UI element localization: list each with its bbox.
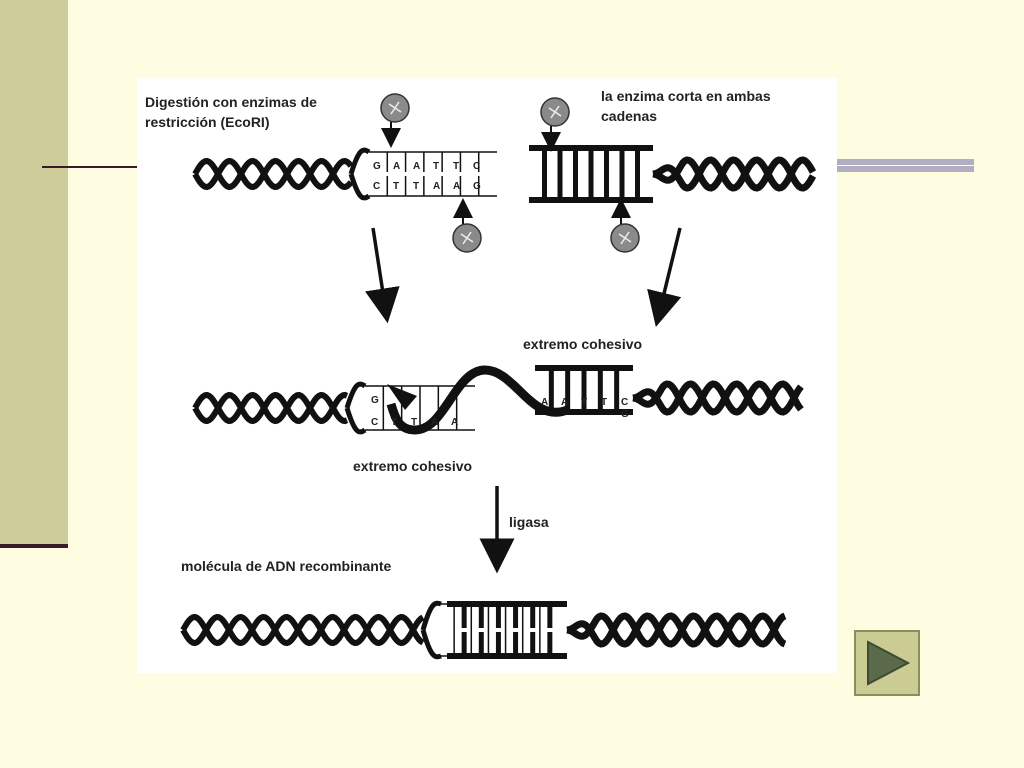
base-top_left_lower-0: C xyxy=(373,181,381,192)
enzyme-top-right-lower-mark xyxy=(618,231,632,245)
title-rule-left xyxy=(42,166,138,168)
fork-bottom-left xyxy=(420,600,442,660)
helix-bottom-left xyxy=(180,613,425,647)
base-top_left_upper-5: C xyxy=(473,161,481,172)
helix-bottom-left-strand-2 xyxy=(180,613,425,647)
base-mid_right_upper-4: C xyxy=(621,397,629,408)
helix-bottom-left-strand-1 xyxy=(180,613,425,647)
base-top_left_lower-5: G xyxy=(473,181,481,192)
enzyme-top-left-lower xyxy=(452,198,482,253)
enzyme-top-right-upper xyxy=(540,97,570,152)
label-recombinant-dna: molécula de ADN recombinante xyxy=(181,558,392,574)
helix-mid-left-strand-2 xyxy=(192,391,349,425)
helix-bottom-right xyxy=(566,612,787,648)
base-top_left_upper-4: T xyxy=(453,161,460,172)
base-mid_right_upper-0: A xyxy=(541,397,549,408)
base-mid_left_upper-0: G xyxy=(371,395,379,406)
fork-top-left xyxy=(348,147,371,201)
base-top_left_upper-2: A xyxy=(413,161,421,172)
base-mid_left_lower-4: A xyxy=(451,417,459,428)
enzyme-top-left-upper xyxy=(380,93,410,148)
base-top_left_lower-2: T xyxy=(413,181,420,192)
base-mid_left_lower-1: T xyxy=(391,417,398,428)
label-sticky-end-right: extremo cohesivo xyxy=(523,336,643,352)
fork-mid-left xyxy=(344,381,367,435)
helix-mid-right-strand-2 xyxy=(632,380,804,416)
curved-join-arrow-head xyxy=(387,384,417,410)
helix-top-right-strand-2 xyxy=(652,156,817,192)
helix-top-left-strand-2 xyxy=(192,157,354,191)
label-cuts-both-strands-2: cadenas xyxy=(601,108,658,124)
base-top_left_lower-4: A xyxy=(453,181,461,192)
title-rule-right xyxy=(836,159,974,165)
helices xyxy=(180,156,817,648)
arrow-digest-right xyxy=(647,227,682,328)
process-arrows xyxy=(365,227,682,574)
base-top_left_upper-1: A xyxy=(393,161,401,172)
base-top_left_lower-3: A xyxy=(433,181,441,192)
base-mid_left_lower-0: C xyxy=(371,417,379,428)
dna-diagram: Digestión con enzimas de restricción (Ec… xyxy=(137,78,837,673)
base-mid_right_upper-1: A xyxy=(561,397,569,408)
left-band-underline xyxy=(0,544,68,548)
label-cuts-both-strands: la enzima corta en ambas xyxy=(601,88,771,104)
enzymes xyxy=(380,93,640,253)
enzyme-top-left-lower-mark xyxy=(460,231,474,245)
base-top_left_lower-1: T xyxy=(393,181,400,192)
label-digestion: Digestión con enzimas de xyxy=(145,94,317,110)
ladder-bottom-right xyxy=(447,601,567,659)
base-mid_right_upper-2: T xyxy=(581,397,588,408)
enzyme-top-right-lower xyxy=(610,198,640,253)
helix-mid-left xyxy=(192,391,349,425)
base-top_left_upper-0: G xyxy=(373,161,381,172)
base-mid_left_lower-2: T xyxy=(411,417,418,428)
base-mid_right_upper-3: T xyxy=(601,397,608,408)
label-digestion-enzyme: restricción (EcoRI) xyxy=(145,114,270,130)
helix-top-right-strand-1 xyxy=(652,156,817,192)
base-mid_left_lower-3: A xyxy=(431,417,439,428)
ladder-top-right xyxy=(529,145,653,203)
helix-bottom-right-strand-2 xyxy=(566,612,787,648)
helix-top-left-strand-1 xyxy=(192,157,354,191)
enzyme-top-right-upper-mark xyxy=(548,105,562,119)
label-sticky-end-left: extremo cohesivo xyxy=(353,458,473,474)
helix-mid-left-strand-1 xyxy=(192,391,349,425)
base-mid_right_lower-0: G xyxy=(621,409,629,420)
helix-bottom-right-strand-1 xyxy=(566,612,787,648)
left-decor-band xyxy=(0,0,68,546)
play-triangle-icon xyxy=(867,640,911,686)
helix-mid-right xyxy=(632,380,804,416)
enzyme-top-left-upper-mark xyxy=(388,101,402,115)
diagram-canvas xyxy=(180,93,817,660)
ladder-top-left xyxy=(369,151,497,197)
base-top_left_upper-3: T xyxy=(433,161,440,172)
next-slide-button[interactable] xyxy=(854,630,920,696)
helix-top-left xyxy=(192,157,354,191)
helix-mid-right-strand-1 xyxy=(632,380,804,416)
curved-join-arrow xyxy=(386,365,569,435)
arrow-digest-left xyxy=(365,227,400,324)
label-ligase: ligasa xyxy=(509,514,549,530)
helix-top-right xyxy=(652,156,817,192)
